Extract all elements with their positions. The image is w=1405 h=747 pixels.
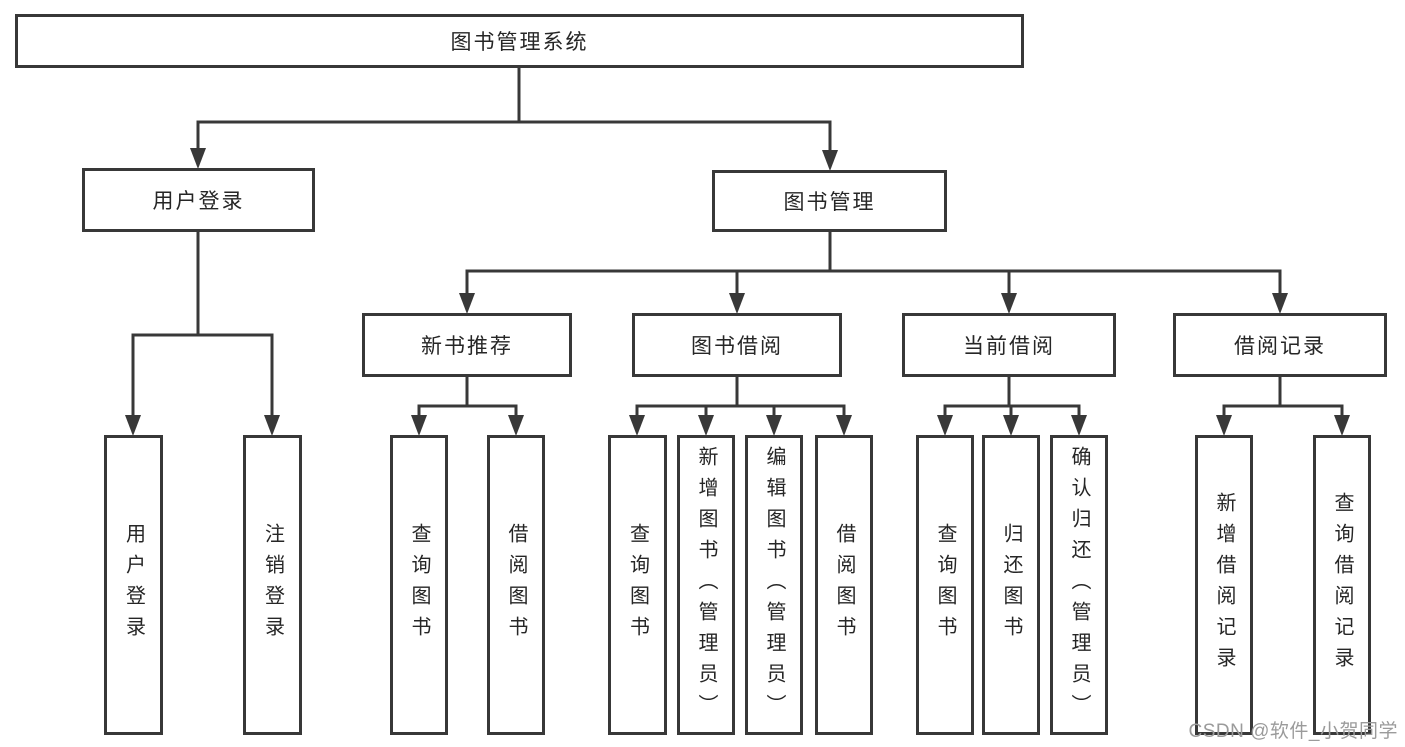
leaf-current-query-books-label: 查询图书 <box>934 523 956 647</box>
leaf-recommend-borrow-books-label: 借阅图书 <box>505 523 527 647</box>
node-book-management: 图书管理 <box>712 170 947 232</box>
node-current-borrowing: 当前借阅 <box>902 313 1116 377</box>
node-book-borrowing: 图书借阅 <box>632 313 842 377</box>
leaf-recommend-query-books-label: 查询图书 <box>408 523 430 647</box>
leaf-recommend-borrow-books: 借阅图书 <box>487 435 545 735</box>
node-borrowing-records: 借阅记录 <box>1173 313 1387 377</box>
leaf-user-login: 用户登录 <box>104 435 163 735</box>
leaf-current-confirm-return-admin-label: 确认归还（管理员） <box>1068 445 1090 725</box>
leaf-borrow-query-books: 查询图书 <box>608 435 667 735</box>
leaf-records-query-record: 查询借阅记录 <box>1313 435 1371 735</box>
leaf-borrow-query-books-label: 查询图书 <box>626 523 649 647</box>
leaf-borrow-edit-books-admin-label: 编辑图书（管理员） <box>763 445 785 725</box>
leaf-borrow-borrow-books: 借阅图书 <box>815 435 873 735</box>
leaf-recommend-query-books: 查询图书 <box>390 435 448 735</box>
leaf-logout: 注销登录 <box>243 435 302 735</box>
watermark-text: CSDN @软件_小贺同学 <box>1188 721 1398 742</box>
leaf-current-return-books: 归还图书 <box>982 435 1040 735</box>
leaf-records-add-record: 新增借阅记录 <box>1195 435 1253 735</box>
leaf-current-return-books-label: 归还图书 <box>1000 523 1022 647</box>
leaf-borrow-add-books-admin-label: 新增图书（管理员） <box>695 445 717 725</box>
leaf-borrow-edit-books-admin: 编辑图书（管理员） <box>745 435 803 735</box>
leaf-records-query-record-label: 查询借阅记录 <box>1331 492 1353 678</box>
leaf-borrow-borrow-books-label: 借阅图书 <box>833 523 855 647</box>
leaf-user-login-label: 用户登录 <box>122 523 145 647</box>
arrowheads <box>125 148 1350 436</box>
node-new-book-recommendation: 新书推荐 <box>362 313 572 377</box>
leaf-borrow-add-books-admin: 新增图书（管理员） <box>677 435 735 735</box>
leaf-current-query-books: 查询图书 <box>916 435 974 735</box>
node-user-login: 用户登录 <box>82 168 315 232</box>
leaf-current-confirm-return-admin: 确认归还（管理员） <box>1050 435 1108 735</box>
leaf-logout-label: 注销登录 <box>261 523 284 647</box>
leaf-records-add-record-label: 新增借阅记录 <box>1213 492 1235 678</box>
node-root: 图书管理系统 <box>15 14 1024 68</box>
